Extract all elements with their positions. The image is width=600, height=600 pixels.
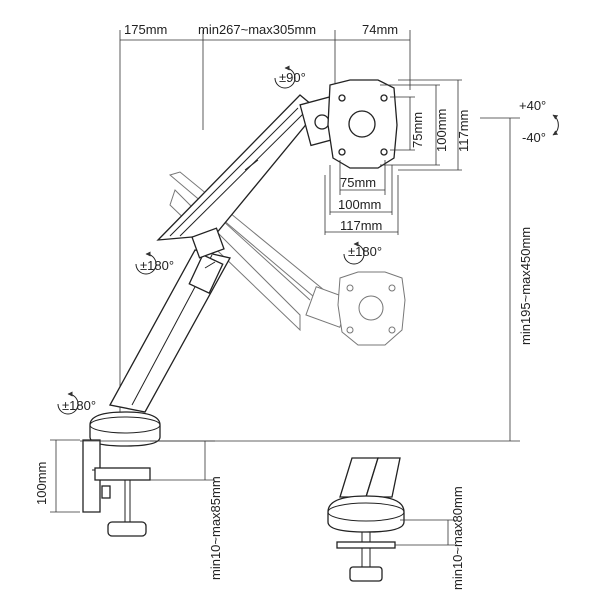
rot-mid-180: ±180° (140, 258, 174, 273)
vesa-v-100: 100mm (434, 109, 449, 152)
clamp-height: 100mm (34, 462, 49, 505)
rotate-icon-head-2 (343, 241, 365, 265)
clamp-height-dim (50, 439, 80, 513)
dim-top-arm-length: min267~max305mm (198, 22, 316, 37)
rot-head-90: ±90° (279, 70, 306, 85)
grommet-range: min10~max80mm (450, 486, 465, 590)
rotate-icon-base (57, 391, 79, 415)
rotate-icon-head (274, 65, 296, 89)
vesa-h-117: 117mm (340, 218, 382, 233)
vesa-dimension-lines (324, 79, 462, 235)
vesa-plate-raised (327, 79, 398, 169)
upper-arm (156, 94, 319, 241)
dim-top-175: 175mm (124, 22, 167, 37)
grommet-range-dim (395, 519, 455, 546)
lower-arm (109, 227, 231, 413)
height-range-dim (480, 117, 520, 441)
clamp-range: min10~max85mm (208, 476, 223, 580)
clamp-range-dim (150, 440, 215, 481)
rot-base-180: ±180° (62, 398, 96, 413)
tilt-up: +40° (519, 98, 546, 113)
top-dimension-lines (119, 30, 411, 445)
dim-top-74: 74mm (362, 22, 398, 37)
vesa-h-100: 100mm (338, 197, 381, 212)
height-range: min195~max450mm (518, 227, 533, 345)
tilt-icon (552, 114, 559, 136)
vesa-h-75: 75mm (340, 175, 376, 190)
rot-head-180: ±180° (348, 244, 382, 259)
desk-clamp (82, 439, 151, 537)
tilt-down: -40° (522, 130, 546, 145)
vesa-v-117: 117mm (456, 110, 471, 152)
grommet-mount (327, 457, 405, 582)
vesa-v-75: 75mm (410, 112, 425, 148)
rotate-icon-mid (135, 251, 157, 275)
vesa-plate-lowered (337, 271, 406, 346)
base-collar (89, 411, 161, 447)
